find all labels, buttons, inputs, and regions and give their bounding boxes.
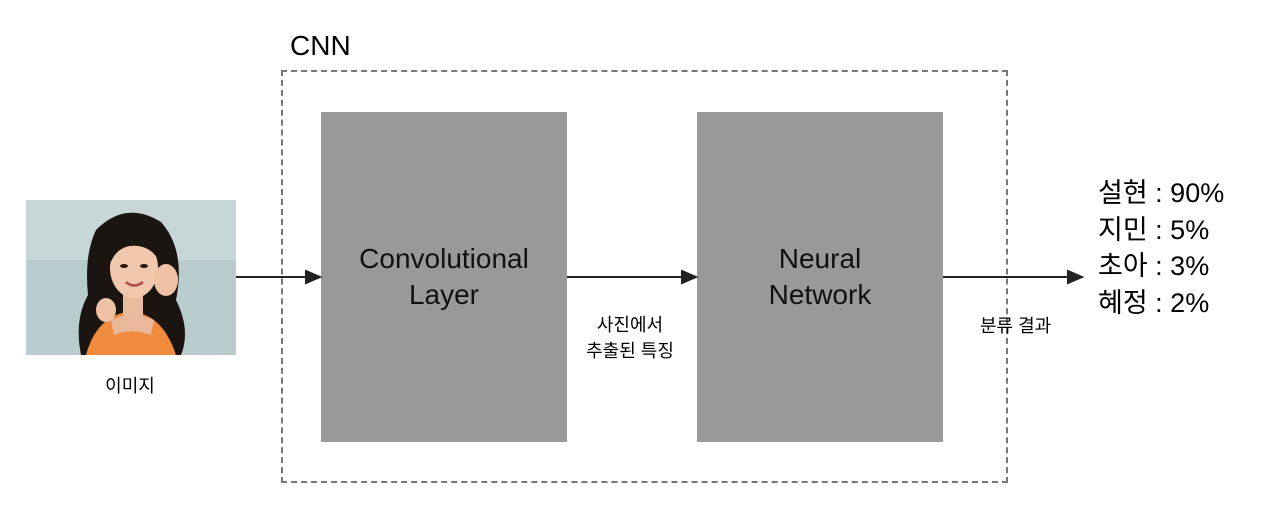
portrait-illustration: [26, 200, 236, 355]
classification-result-label: 분류 결과: [980, 316, 1052, 336]
conv-layer-line2: Layer: [408, 279, 480, 310]
result-item: 혜정 : 2%: [1098, 287, 1210, 318]
arrowhead-nn-to-output: [1067, 269, 1085, 285]
result-item: 초아 : 3%: [1098, 251, 1210, 281]
classification-results: 설현 : 90% 지민 : 5% 초아 : 3% 혜정 : 2%: [1098, 175, 1224, 321]
arrowhead-image-to-conv: [305, 269, 323, 285]
extracted-features-label: 사진에서 추출된 특징: [570, 312, 690, 364]
extracted-features-line2: 추출된 특징: [586, 341, 674, 361]
result-item: 지민 : 5%: [1098, 214, 1210, 245]
neural-network-block: Neural Network: [697, 112, 943, 442]
neural-network-line2: Network: [768, 279, 872, 310]
convolutional-layer-block: Convolutional Layer: [321, 112, 567, 442]
result-item: 설현 : 90%: [1098, 178, 1225, 208]
cnn-label: CNN: [290, 30, 351, 61]
input-image: [26, 200, 236, 355]
input-image-label: 이미지: [105, 376, 155, 396]
neural-network-line1: Neural: [778, 243, 862, 274]
conv-layer-line1: Convolutional: [359, 243, 529, 274]
extracted-features-line1: 사진에서: [596, 315, 664, 335]
arrowhead-conv-to-nn: [681, 269, 699, 285]
